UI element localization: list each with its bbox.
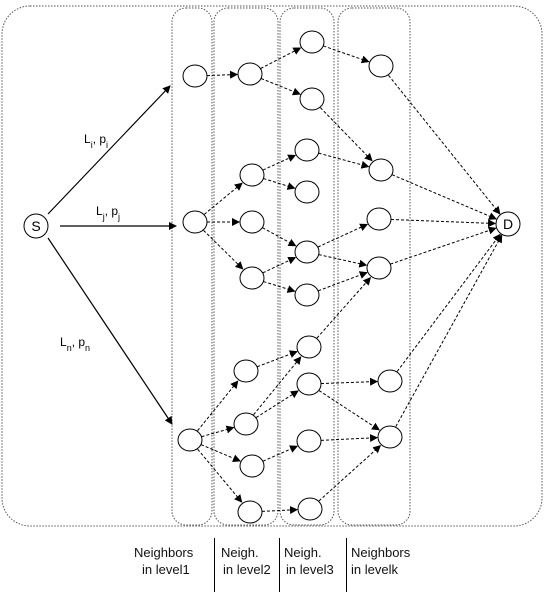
neighbor-node-c1 (299, 30, 325, 54)
dashed-edge-a2-b2 (203, 182, 243, 215)
destination-label: D (503, 216, 513, 232)
dashed-edge-c5-d4 (318, 254, 368, 268)
dashed-edge-b6-c7 (253, 356, 302, 416)
caption-separator-3 (346, 538, 347, 592)
edges (197, 45, 503, 514)
neighbor-node-c6 (294, 283, 320, 307)
neighbor-node-b1 (237, 62, 263, 86)
caption-level1: Neighbors in level1 (134, 544, 193, 578)
dashed-edge-d4-D (390, 226, 497, 265)
dashed-edge-c10-d6 (318, 445, 382, 502)
neighbor-node-c8 (296, 372, 322, 396)
neighbor-node-a3 (177, 428, 203, 452)
caption-level2-line1: Neigh. (221, 545, 259, 560)
neighbor-node-d4 (366, 256, 392, 280)
neighbor-node-b3 (239, 210, 265, 234)
neighbor-node-c9 (296, 429, 322, 453)
dashed-edge-a3-b7 (200, 444, 241, 462)
caption-level3-line1: Neigh. (284, 545, 322, 560)
dashed-edge-b7-c9 (262, 445, 299, 462)
neighbor-node-b5 (233, 359, 259, 383)
neighbor-node-c10 (297, 497, 323, 521)
dashed-edge-c6-d4 (318, 271, 368, 292)
dashed-edge-d1-D (388, 75, 501, 215)
neighbor-node-d1 (368, 54, 394, 78)
level2-column (213, 7, 279, 526)
neighbor-node-d2 (368, 158, 394, 182)
dashed-edge-a2-b4 (203, 230, 244, 270)
dashed-edge-b2-c3 (262, 154, 297, 171)
caption-level2: Neigh. in level2 (219, 544, 271, 578)
dashed-edge-c9-d6 (320, 433, 379, 442)
caption-level3: Neigh. in level3 (284, 544, 334, 578)
dashed-edge-a3-b8 (197, 448, 243, 503)
neighbor-node-d6 (377, 425, 403, 449)
dashed-edge-b1-c2 (260, 78, 301, 96)
dashed-edge-b4-c5 (262, 256, 297, 274)
caption-level1-line1: Neighbors (134, 545, 194, 560)
nodes (177, 30, 403, 524)
edge-s-top (47, 85, 171, 215)
neighbor-node-b4 (239, 266, 265, 290)
level3-column (279, 7, 335, 526)
dashed-edge-c2-d2 (320, 107, 373, 162)
dashed-edge-a3-b6 (201, 425, 235, 438)
caption-levelk-line1: Neighbors (351, 545, 411, 560)
neighbor-node-d5 (377, 369, 403, 393)
caption-level1-line2: in level1 (142, 562, 190, 577)
source-node: S (23, 213, 49, 239)
neighbor-node-a2 (182, 210, 208, 234)
dashed-edge-a1-b1 (206, 70, 239, 79)
caption-separator-1 (214, 538, 215, 592)
dashed-edge-b8-c10 (261, 506, 299, 514)
dashed-edge-c1-d1 (323, 45, 370, 64)
dashed-edge-b3-c5 (262, 227, 297, 247)
neighbor-node-c3 (294, 138, 320, 162)
neighbor-node-c4 (294, 180, 320, 204)
dashed-edge-d5-D (396, 233, 501, 372)
dashed-edge-b2-c4 (263, 178, 296, 190)
level1-column (171, 7, 213, 526)
dashed-edge-d3-D (390, 218, 497, 228)
edge-label-bottom: Ln, pn (60, 335, 90, 353)
neighbor-node-d3 (366, 207, 392, 231)
neighbor-node-b2 (239, 163, 265, 187)
neighbor-node-a1 (182, 64, 208, 88)
dashed-edge-d6-D (395, 234, 503, 427)
caption-levelk-line2: in levelk (351, 562, 398, 577)
dashed-edge-c3-d2 (318, 152, 370, 169)
dashed-edge-a3-b5 (197, 380, 239, 431)
edge-label-middle: Lj, pj (96, 204, 120, 222)
dashed-edge-c5-d3 (317, 223, 369, 248)
caption-levelk: Neighbors in levelk (351, 544, 410, 578)
dashed-edge-c7-d4 (316, 276, 372, 339)
dashed-edge-b4-c6 (263, 281, 296, 293)
caption-separator-2 (279, 538, 280, 592)
source-label: S (31, 218, 40, 234)
caption-level2-line2: in level2 (223, 562, 271, 577)
dashed-edge-b6-c8 (255, 390, 299, 418)
dashed-edge-c8-d6 (318, 390, 380, 431)
caption-level3-line2: in level3 (286, 562, 334, 577)
neighbor-node-c5 (294, 240, 320, 264)
neighbor-node-b7 (239, 454, 265, 478)
dashed-edge-c8-d5 (320, 377, 379, 386)
dashed-edge-d2-D (391, 174, 497, 220)
neighbor-node-b8 (237, 500, 263, 524)
neighbor-node-b6 (233, 412, 259, 436)
destination-node: D (495, 211, 521, 237)
neighbor-node-c7 (296, 335, 322, 359)
levelk-column (337, 7, 411, 526)
edge-s-bottom (47, 237, 173, 425)
dashed-edge-b5-c7 (257, 350, 298, 368)
dashed-edge-b1-c1 (260, 47, 302, 69)
network-boundary (1, 5, 543, 527)
neighbor-node-c2 (299, 87, 325, 111)
edge-label-top: Li, pi (84, 132, 108, 150)
